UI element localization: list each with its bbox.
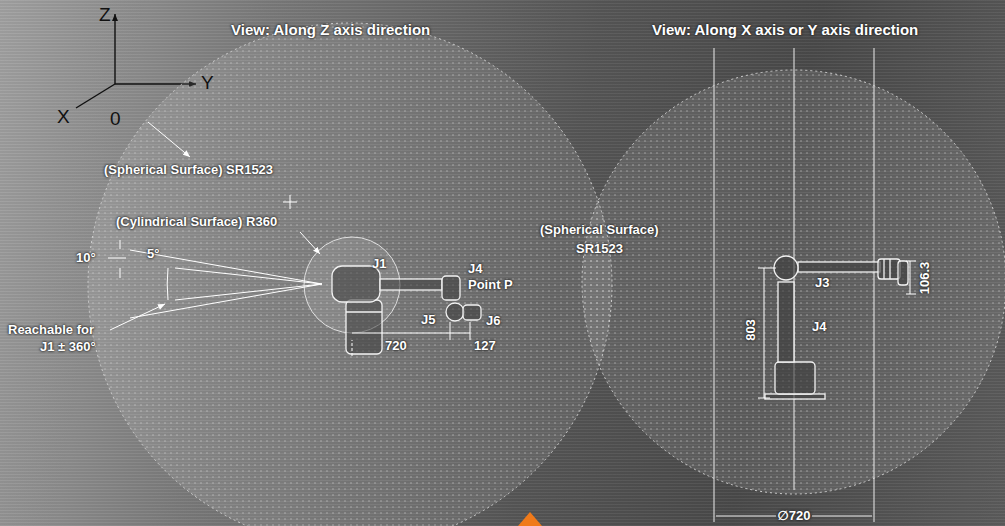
- surface-label: (Spherical Surface): [540, 223, 659, 238]
- surface-label: (Spherical Surface) SR1523: [104, 163, 273, 178]
- dimension-label: 720: [385, 339, 407, 354]
- joint-label: J3: [815, 276, 829, 291]
- dimension-lines: [352, 322, 470, 356]
- angle-label: 5°: [147, 247, 159, 262]
- dimension-label: 106.3: [918, 262, 933, 295]
- view-title: View: Along Z axis direction: [231, 21, 430, 38]
- axis-label: Y: [201, 72, 214, 94]
- joint-label: J1: [372, 257, 386, 272]
- joint-label: J5: [421, 313, 435, 328]
- dimension-label: 803: [744, 319, 759, 341]
- joint-label: J4: [812, 320, 826, 335]
- axis-label: X: [57, 106, 70, 128]
- dimension-label: 127: [474, 339, 496, 354]
- spherical-workspace: [88, 23, 612, 526]
- point-label: Point P: [468, 278, 513, 293]
- view-title: View: Along X axis or Y axis direction: [652, 21, 918, 38]
- dimension-lines-side: [758, 261, 916, 398]
- leader-lines: [108, 122, 322, 330]
- axis-label: 0: [110, 108, 121, 130]
- joint-label: J4: [468, 262, 482, 277]
- axis-label: Z: [99, 4, 111, 26]
- dimension-label: ∅720: [778, 509, 811, 524]
- robot-top-view: [332, 266, 481, 354]
- surface-label: SR1523: [576, 242, 623, 257]
- surface-label: (Cylindrical Surface) R360: [116, 215, 277, 230]
- cylinder-band: [714, 48, 874, 522]
- note-label: Reachable for: [8, 323, 94, 338]
- robot-side-view: [765, 256, 908, 399]
- note-label: J1 ± 360°: [40, 340, 96, 355]
- angle-label: 10°: [76, 251, 96, 266]
- page-marker: [518, 512, 542, 526]
- joint-label: J6: [486, 314, 500, 329]
